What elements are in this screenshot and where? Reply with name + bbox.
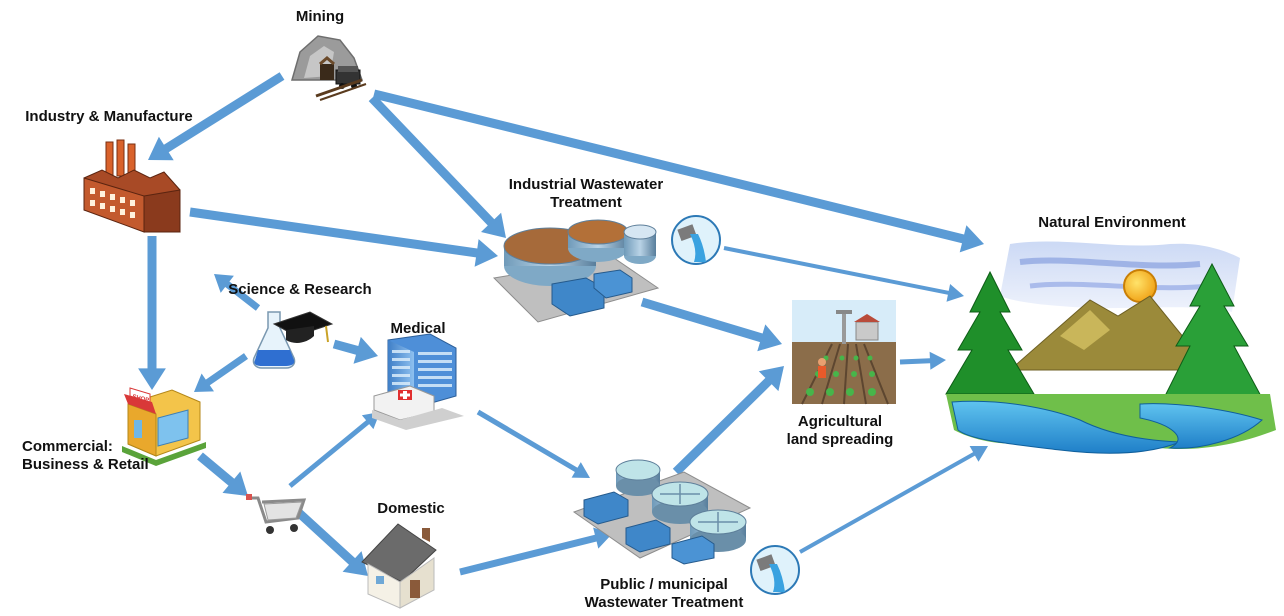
hospital-icon bbox=[372, 333, 464, 430]
flow-arrow-pwt-to-agri bbox=[672, 366, 784, 476]
flow-arrow-outfall2-to-natural bbox=[799, 446, 988, 554]
medical-label: Medical bbox=[390, 320, 446, 337]
domestic-label: Domestic bbox=[377, 500, 445, 517]
flow-arrow-cart-to-medical bbox=[288, 412, 380, 488]
flow-arrow-iwt-to-agri bbox=[640, 297, 782, 352]
flow-arrow-domestic-to-pwt bbox=[459, 527, 612, 576]
flow-arrow-mining-to-natural bbox=[372, 89, 984, 253]
commercial-label: Commercial: Business & Retail bbox=[22, 438, 192, 474]
industrial-wastewater-label-line1: Industrial Wastewater bbox=[508, 176, 664, 193]
treatment-plant-icon bbox=[492, 219, 660, 323]
agricultural-label-line1: Agricultural bbox=[797, 413, 883, 430]
flow-arrow-industry-to-commercial bbox=[138, 236, 166, 390]
public-wastewater-label-line2: Wastewater Treatment bbox=[584, 594, 744, 611]
public-wastewater-label: Public / municipal Wastewater Treatment bbox=[550, 576, 778, 612]
flow-arrows bbox=[138, 72, 988, 576]
shop-icon: SHOP bbox=[122, 387, 206, 466]
flask-graduation-cap-icon bbox=[252, 311, 334, 369]
house-icon bbox=[361, 523, 437, 609]
flow-arrow-mining-to-iwt bbox=[368, 94, 506, 239]
industry-label: Industry & Manufacture bbox=[25, 108, 193, 125]
public-wastewater-label-line1: Public / municipal bbox=[600, 576, 728, 593]
mine-icon bbox=[291, 35, 367, 101]
science-research-label: Science & Research bbox=[228, 281, 372, 298]
industrial-wastewater-label-line2: Treatment bbox=[550, 194, 622, 211]
discharge-pipe-icon bbox=[671, 215, 721, 265]
farm-field-icon bbox=[792, 300, 896, 405]
landscape-icon bbox=[945, 241, 1276, 454]
flow-arrow-industry-to-iwt bbox=[189, 207, 498, 267]
flow-arrow-commercial-to-cart bbox=[197, 452, 248, 496]
flow-arrow-medical-to-pwt bbox=[476, 409, 590, 478]
commercial-label-line2: Business & Retail bbox=[22, 456, 149, 473]
shopping-cart-icon bbox=[246, 494, 307, 534]
municipal-treatment-plant-icon bbox=[572, 459, 752, 565]
mining-label: Mining bbox=[295, 8, 345, 25]
flow-arrow-mining-to-industry bbox=[148, 72, 285, 161]
factory-icon bbox=[83, 139, 181, 233]
flow-arrow-cart-to-domestic bbox=[295, 508, 368, 576]
flow-arrow-agri-to-natural bbox=[899, 351, 946, 370]
svg-text:SHOP: SHOP bbox=[132, 394, 150, 404]
agricultural-label-line2: land spreading bbox=[786, 431, 894, 448]
flow-arrow-science-to-industry bbox=[214, 274, 261, 311]
natural-environment-label: Natural Environment bbox=[1038, 214, 1186, 231]
flow-arrow-science-to-commercial bbox=[194, 353, 248, 392]
agricultural-label: Agricultural land spreading bbox=[760, 413, 920, 449]
commercial-label-line1: Commercial: bbox=[22, 438, 113, 455]
discharge-pipe-icon bbox=[750, 545, 800, 595]
flow-arrow-science-to-medical bbox=[332, 336, 378, 364]
flow-arrow-outfall1-to-natural bbox=[723, 246, 964, 302]
industrial-wastewater-label: Industrial Wastewater Treatment bbox=[476, 176, 696, 212]
